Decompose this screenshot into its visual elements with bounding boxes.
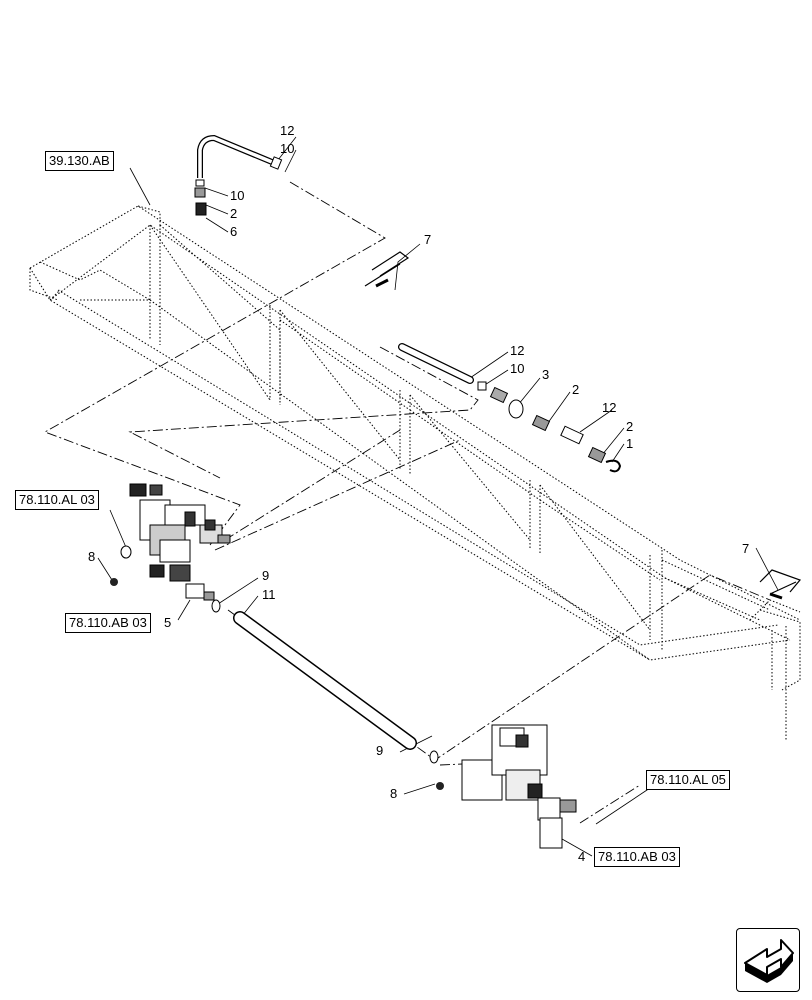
parts xyxy=(110,134,802,849)
leader-lines xyxy=(97,136,779,857)
callout-number: 9 xyxy=(262,568,270,583)
callout-number: 9 xyxy=(376,743,384,758)
callout-number: 12 xyxy=(602,400,617,415)
callout-number: 10 xyxy=(230,188,245,203)
callout-number: 3 xyxy=(542,367,550,382)
callout-number: 5 xyxy=(164,615,172,630)
ref-box: 78.110.AB 03 xyxy=(594,847,680,867)
boom-truss xyxy=(29,205,801,740)
callout-number: 2 xyxy=(572,382,580,397)
callout-number: 4 xyxy=(578,849,586,864)
ref-box: 78.110.AL 03 xyxy=(15,490,99,510)
callout-number: 12 xyxy=(280,123,295,138)
callout-number: 7 xyxy=(742,541,750,556)
ref-box: 78.110.AL 05 xyxy=(646,770,730,790)
callout-number: 6 xyxy=(230,224,238,239)
callout-number: 1 xyxy=(626,436,634,451)
callout-number: 2 xyxy=(626,419,634,434)
callout-number: 8 xyxy=(390,786,398,801)
callout-number: 2 xyxy=(230,206,238,221)
callout-number: 10 xyxy=(510,361,525,376)
valve-assembly-left xyxy=(110,483,231,613)
callout-number: 12 xyxy=(510,343,525,358)
callout-number: 8 xyxy=(88,549,96,564)
next-page-arrow-icon[interactable] xyxy=(736,928,800,992)
callout-number: 7 xyxy=(424,232,432,247)
ref-box: 39.130.AB xyxy=(45,151,114,171)
callout-number: 11 xyxy=(262,587,276,602)
ref-box: 78.110.AB 03 xyxy=(65,613,151,633)
valve-assembly-right xyxy=(436,724,577,849)
callout-number: 10 xyxy=(280,141,295,156)
